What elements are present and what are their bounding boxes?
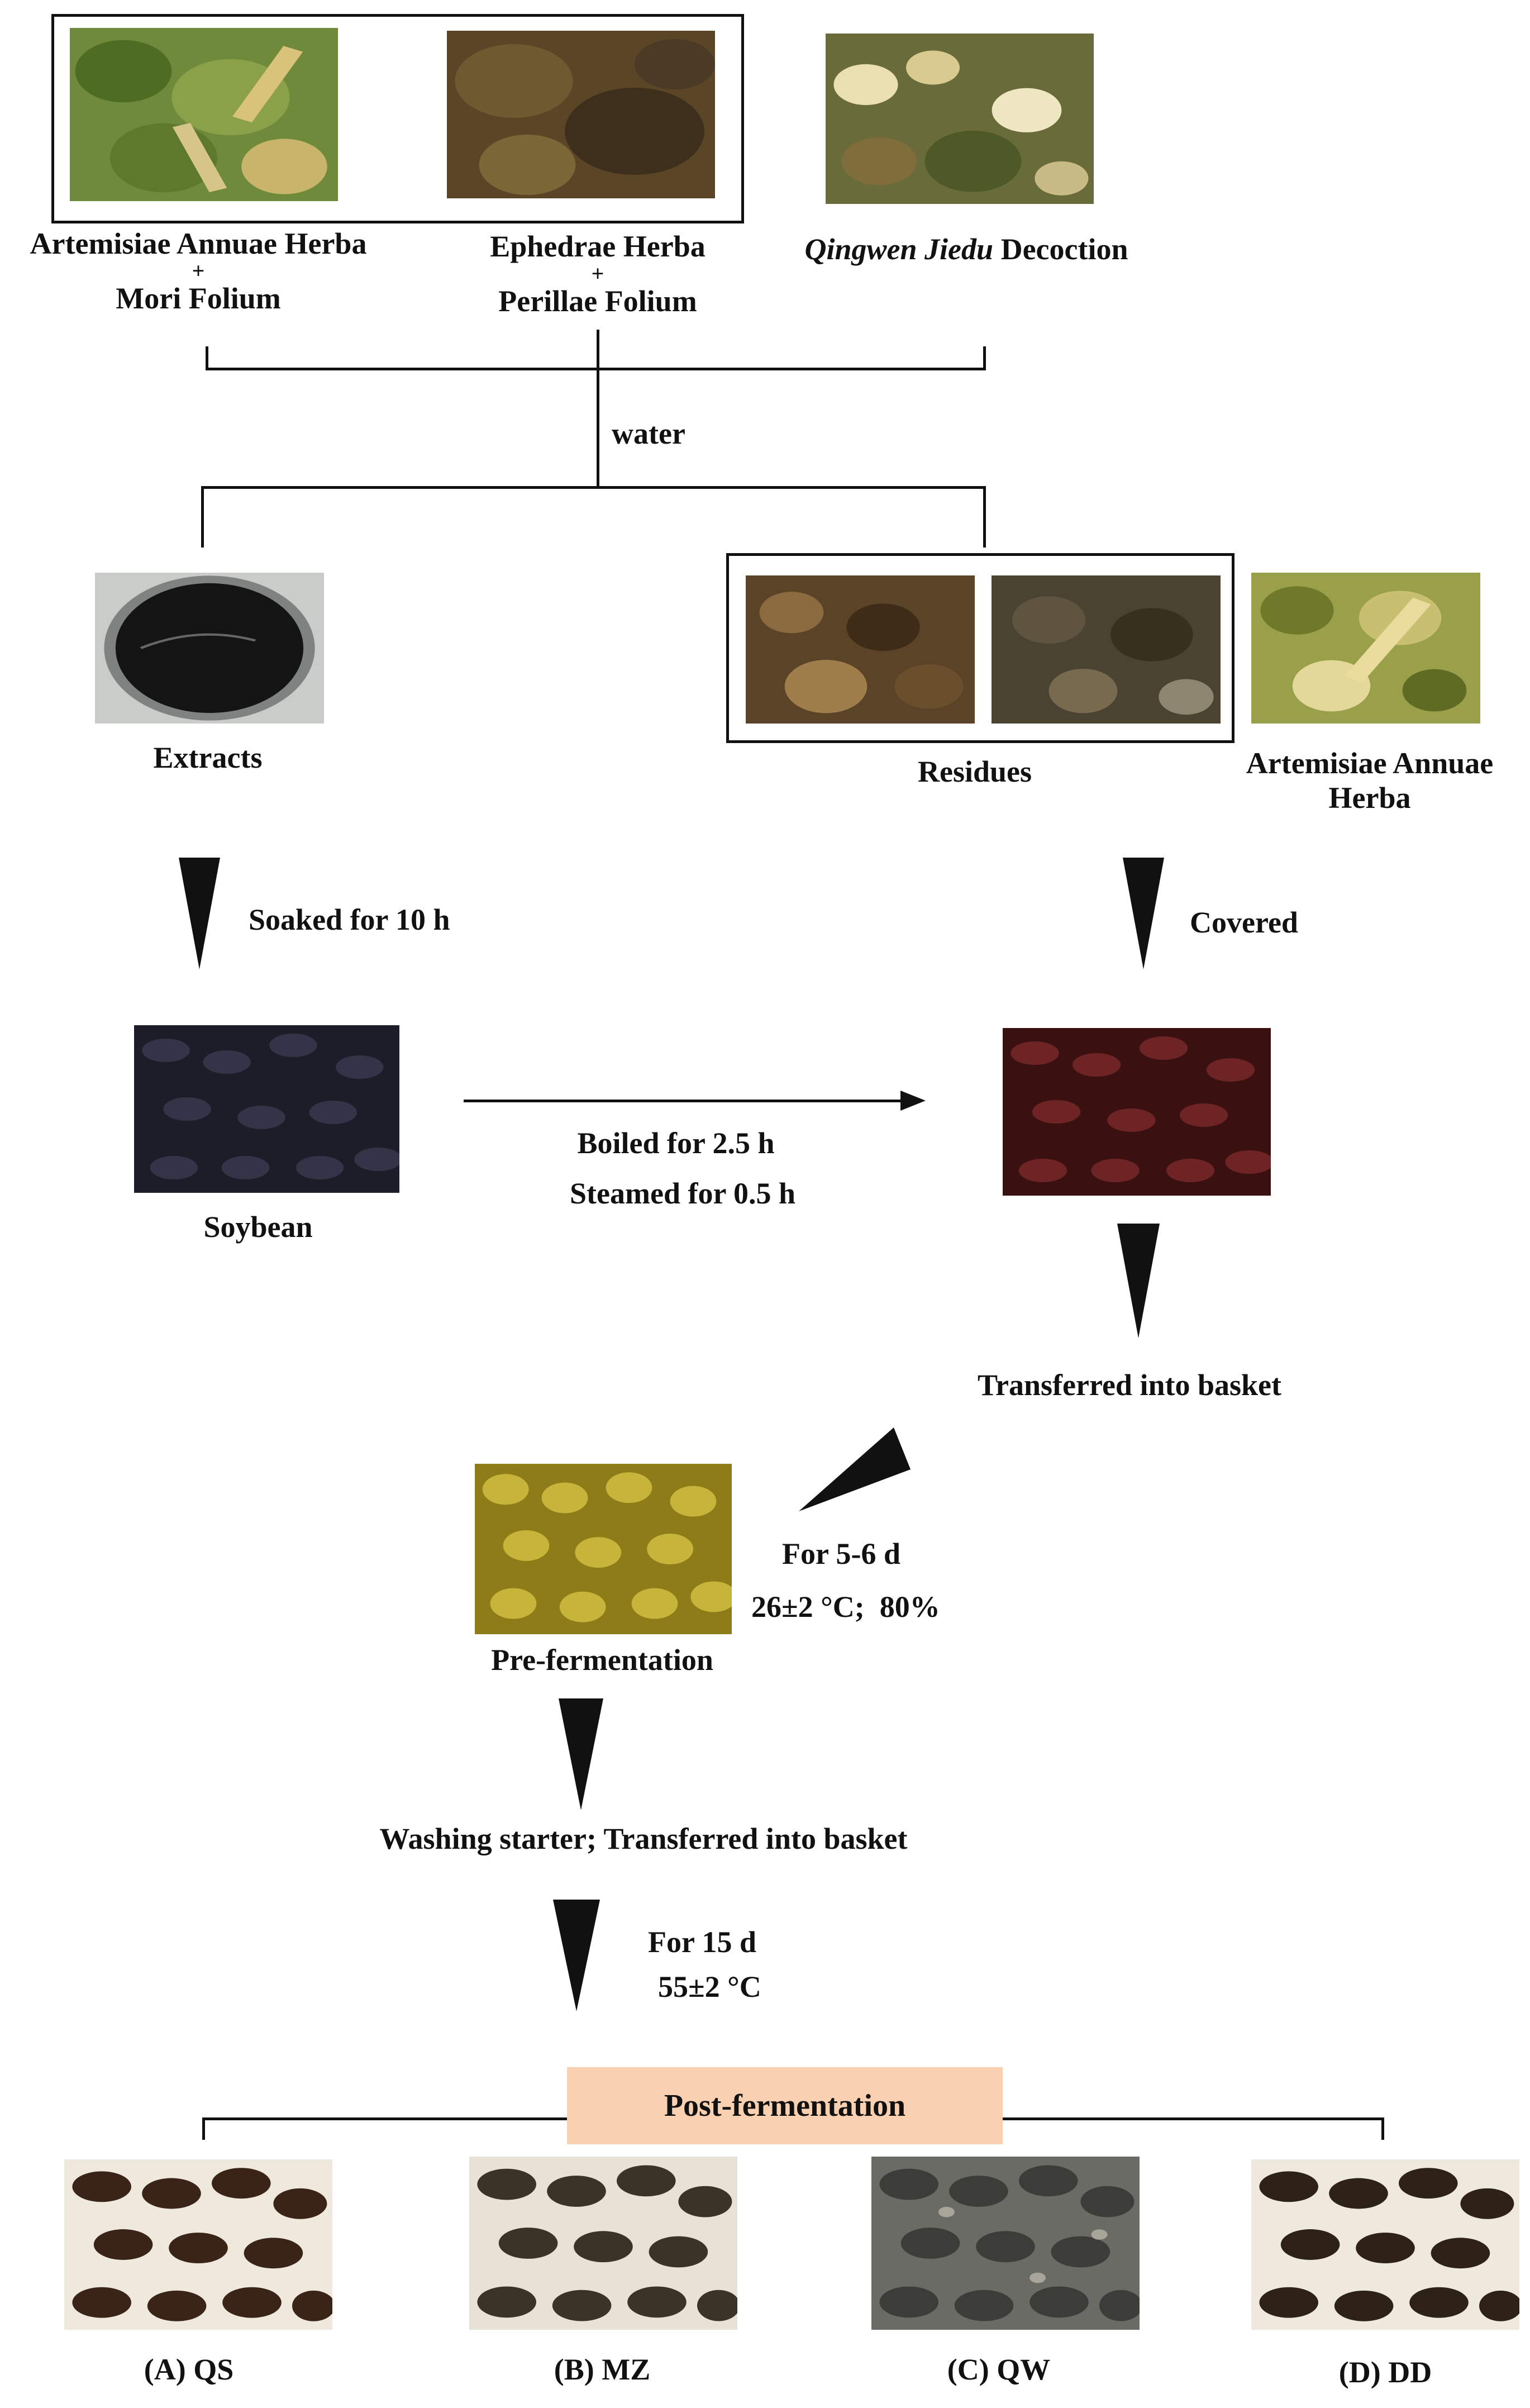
split-bracket-horizontal [201,486,986,489]
post-bracket-left [202,2117,567,2120]
product-label-qw: (C) QW [947,2353,1051,2386]
residue-photo-1 [746,575,975,724]
product-dd-photo [1251,2159,1519,2330]
extracts-photo [95,573,324,724]
residues-box [726,553,1235,743]
for-5-6-d-label: For 5-6 d [782,1537,900,1571]
prefermentation-photo [475,1464,732,1634]
decoction-photo [826,34,1094,204]
extracts-label: Extracts [153,741,263,774]
soybean-photo [134,1025,399,1193]
ephedra-perilla-photo [447,31,715,198]
boiled-label: Boiled for 2.5 h [577,1126,775,1160]
covered-label: Covered [1190,906,1298,939]
top-bracket-right-tick [983,346,986,369]
residue-photo-2 [992,575,1221,724]
covered-arrow [1123,858,1164,969]
top-bracket-horizontal [206,368,986,370]
top-stem [597,330,599,489]
soybean-label: Soybean [203,1210,313,1244]
product-label-qs: (A) QS [144,2353,234,2386]
for-15-d-arrow [553,1900,600,2011]
for-15-d-label: For 15 d [648,1925,757,1959]
soaked-label: Soaked for 10 h [249,903,450,936]
artemisia-mori-label: Artemisiae Annuae Herba + Mori Folium [30,227,367,316]
diagonal-arrow [799,1427,911,1511]
post-bracket-right [1003,2117,1384,2120]
red-soybean-photo [1003,1028,1271,1196]
artemisia-herb-photo [1251,573,1480,724]
water-label: water [612,417,685,450]
post-fermentation-banner: Post-fermentation [567,2067,1003,2144]
post-bracket-right-tick [1381,2117,1384,2140]
condition-55-label: 55±2 °C [658,1970,761,2004]
product-mz-photo [469,2157,737,2330]
washing-arrow [559,1698,603,1810]
herb-group-box [51,14,744,223]
post-bracket-left-tick [202,2117,205,2140]
product-label-dd: (D) DD [1338,2355,1432,2389]
split-bracket-left-drop [201,486,204,548]
top-bracket-left-tick [206,346,208,369]
transfer-arrow [1117,1224,1160,1338]
condition-26-label: 26±2 °C; 80% [751,1590,940,1624]
product-label-mz: (B) MZ [554,2353,651,2386]
boil-arrow-head [900,1091,926,1111]
artemisia-mori-photo [70,28,338,201]
product-qs-photo [64,2159,332,2330]
soaked-arrow [179,858,220,969]
boil-arrow-shaft [464,1100,905,1102]
washing-label: Washing starter; Transferred into basket [379,1822,908,1855]
steamed-label: Steamed for 0.5 h [570,1177,795,1210]
product-qw-photo [871,2157,1140,2330]
prefermentation-label: Pre-fermentation [491,1643,713,1677]
decoction-label: Qingwen Jiedu Decoction [804,232,1128,266]
ephedra-perilla-label: Ephedrae Herba + Perillae Folium [490,230,706,318]
residues-label: Residues [917,755,1032,788]
artemisia-herb-label: Artemisiae Annuae Herba [1246,746,1494,815]
split-bracket-right-drop [983,486,986,548]
transferred-label: Transferred into basket [978,1368,1281,1402]
